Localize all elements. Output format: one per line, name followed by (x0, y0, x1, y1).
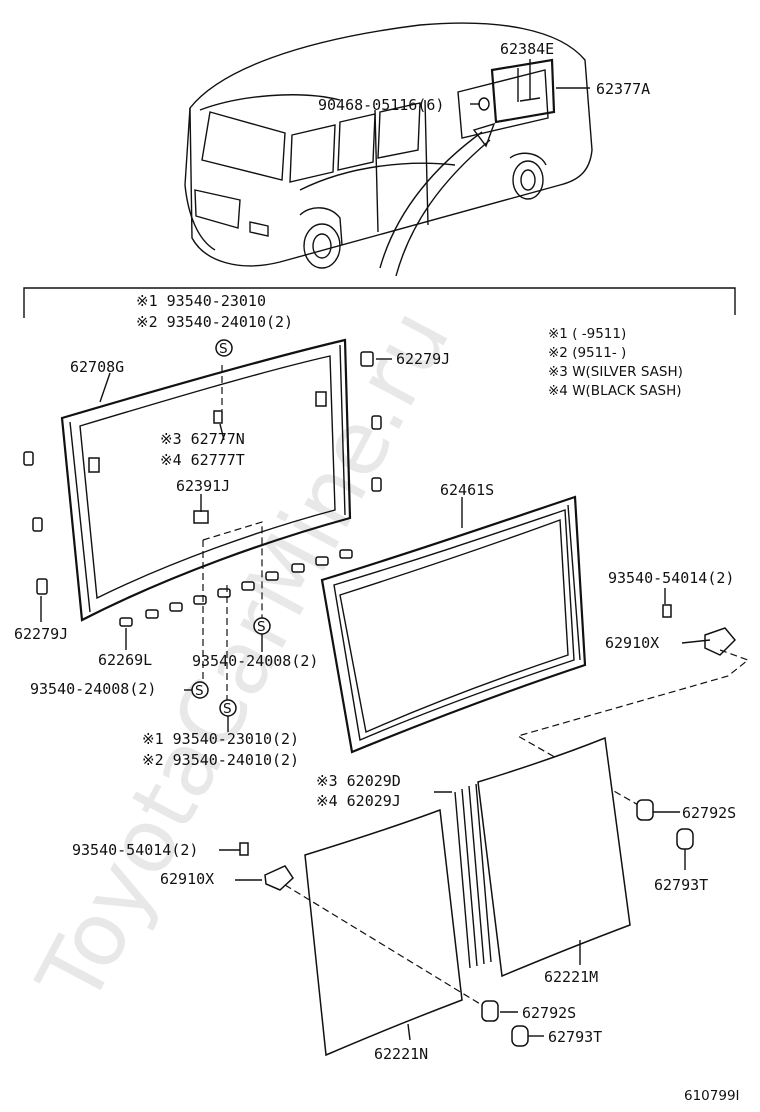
label-bottom-screw-1: ※1 93540-23010(2) (142, 730, 299, 748)
label-top-screw-1: ※1 93540-23010 (136, 292, 266, 310)
svg-text:S: S (223, 701, 232, 717)
svg-text:S: S (257, 619, 266, 635)
label-62279J-right: 62279J (396, 350, 450, 368)
glass-62221N (304, 808, 463, 1057)
clip-62279J-group (23, 351, 382, 595)
label-62279J-left: 62279J (14, 625, 68, 643)
label-62384E: 62384E (500, 40, 554, 58)
label-62708G: 62708G (70, 358, 124, 376)
weatherstrip-62029 (454, 783, 492, 969)
van-illustration (184, 22, 593, 277)
label-62910X-right: 62910X (605, 634, 659, 652)
label-90468-05116: 90468-05116(6) (318, 96, 444, 114)
pad-62269L-group (119, 549, 353, 627)
label-62792S-right: 62792S (682, 804, 736, 822)
label-62793T-bottom: 62793T (548, 1028, 602, 1046)
frame-clip-right (315, 391, 327, 407)
note-1: ※1 ( -9511) (548, 326, 626, 342)
label-62269L: 62269L (98, 651, 152, 669)
group-bracket (23, 287, 736, 318)
note-4: ※4 W(BLACK SASH) (548, 383, 682, 399)
svg-text:S: S (195, 683, 204, 699)
note-3: ※3 W(SILVER SASH) (548, 364, 683, 380)
note-2: ※2 (9511- ) (548, 345, 626, 361)
label-62777T: ※4 62777T (160, 451, 245, 469)
frame-clip-left (88, 457, 100, 473)
inner-frame-62708G (60, 338, 352, 622)
label-93540-24008-left: 93540-24008(2) (30, 680, 156, 698)
label-62792S-bottom: 62792S (522, 1004, 576, 1022)
svg-text:S: S (219, 341, 228, 357)
label-62221M: 62221M (544, 968, 598, 986)
label-62391J: 62391J (176, 477, 230, 495)
label-93540-54014-right: 93540-54014(2) (608, 569, 734, 587)
label-93540-24008-right: 93540-24008(2) (192, 652, 318, 670)
stopper-62792S-right (636, 799, 654, 821)
cushion-62793T-right (676, 828, 694, 850)
leader-lines (40, 59, 711, 1041)
cushion-62793T-bottom (511, 1025, 529, 1047)
clip-62391J (193, 510, 209, 524)
frame-clip-center (213, 410, 223, 424)
label-62793T-right: 62793T (654, 876, 708, 894)
label-62029J: ※4 62029J (316, 792, 401, 810)
label-62777N: ※3 62777N (160, 430, 245, 448)
label-62910X-left: 62910X (160, 870, 214, 888)
label-top-screw-2: ※2 93540-24010(2) (136, 313, 293, 331)
label-62221N: 62221N (374, 1045, 428, 1063)
glass-62221M (477, 736, 631, 978)
sash-62461S (320, 495, 587, 754)
label-62029D: ※3 62029D (316, 772, 401, 790)
label-62461S: 62461S (440, 481, 494, 499)
fastener-62910X-right (662, 604, 737, 656)
fastener-62910X-left (239, 842, 294, 891)
stopper-62792S-bottom (481, 1000, 499, 1022)
label-93540-54014-left: 93540-54014(2) (72, 841, 198, 859)
label-bottom-screw-2: ※2 93540-24010(2) (142, 751, 299, 769)
label-62377A: 62377A (596, 80, 650, 98)
drawing-id: 610799I (684, 1088, 740, 1104)
